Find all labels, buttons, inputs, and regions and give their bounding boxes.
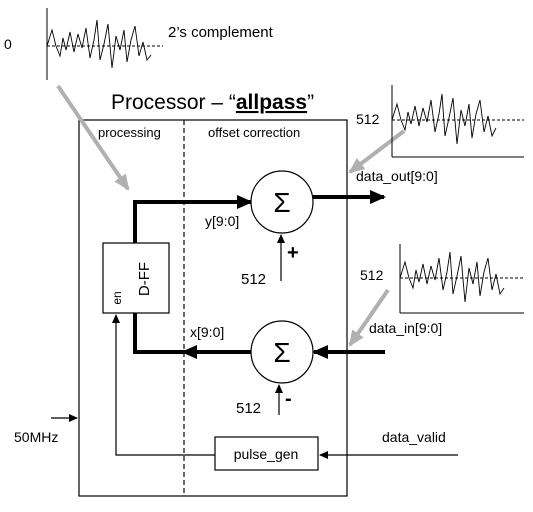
data-valid-label: data_valid xyxy=(382,429,446,445)
data-in-label: data_in[9:0] xyxy=(369,320,442,336)
data-in-waveform-plot: 512 xyxy=(360,244,524,314)
twos-complement-label: 2’s complement xyxy=(168,24,274,41)
title-suffix: ” xyxy=(307,91,314,114)
title-name: allpass xyxy=(236,91,307,114)
data-in-pointer-arrow xyxy=(348,288,390,347)
upper-summer xyxy=(250,170,314,234)
processor-box xyxy=(78,119,348,497)
lower-minus-sign: - xyxy=(285,388,292,410)
dff-label: D-FF xyxy=(136,262,153,296)
input-pointer-arrow xyxy=(56,84,130,191)
processor-title: Processor – “allpass” xyxy=(111,91,314,114)
upper-plus-sign: + xyxy=(287,242,299,264)
enable-pin-label: en xyxy=(110,291,124,304)
data-out-label: data_out[9:0] xyxy=(356,168,438,184)
y-bus-line xyxy=(133,195,253,243)
enable-feedback-line xyxy=(112,314,215,456)
offset-correction-section-label: offset correction xyxy=(208,125,300,140)
clock-label: 50MHz xyxy=(14,429,58,445)
output-offset-label: 512 xyxy=(356,111,380,127)
upper-sum-symbol: Σ xyxy=(273,187,290,218)
x-bus-to-dff xyxy=(133,313,183,354)
zero-label: 0 xyxy=(4,36,12,52)
lower-sum-symbol: Σ xyxy=(273,337,290,368)
output-pointer-arrow xyxy=(348,129,406,174)
title-prefix: Processor – “ xyxy=(111,91,236,114)
output-waveform-plot: 512 xyxy=(356,85,524,158)
input-waveform-plot: 0 2’s complement xyxy=(4,8,274,80)
pulse-gen-block[interactable] xyxy=(214,436,319,471)
x-bus-label: x[9:0] xyxy=(190,324,224,340)
dff-block[interactable] xyxy=(102,242,170,314)
pulse-gen-label: pulse_gen xyxy=(234,446,299,462)
data-in-offset-label: 512 xyxy=(360,267,384,283)
processing-section-label: processing xyxy=(98,125,161,140)
y-bus-label: y[9:0] xyxy=(205,213,239,229)
upper-const-label: 512 xyxy=(241,271,266,288)
lower-const-label: 512 xyxy=(236,400,261,417)
